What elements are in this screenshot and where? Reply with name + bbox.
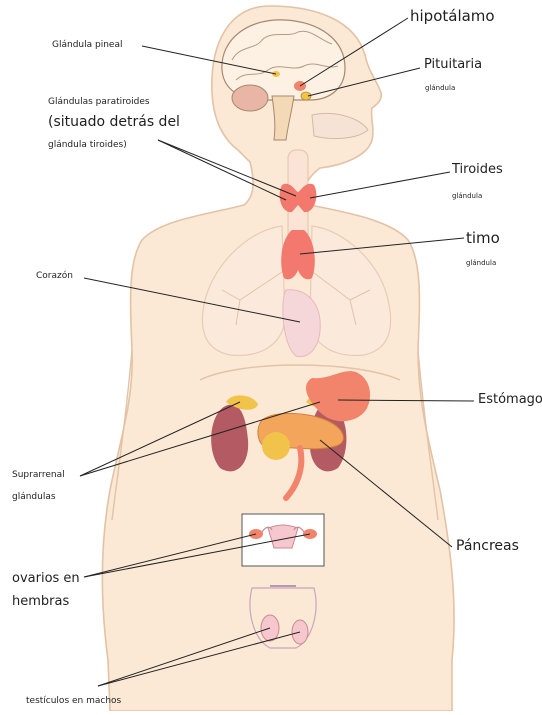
label-adrenal-1: Suprarrenal [12, 470, 65, 480]
label-ovaries-1: ovarios en [12, 572, 80, 587]
label-pineal: Glándula pineal [52, 40, 122, 50]
duodenum [262, 432, 290, 460]
label-thymus: timo [466, 230, 500, 247]
label-ovaries-2: hembras [12, 595, 69, 610]
uterus-shape [268, 525, 298, 548]
label-heart: Corazón [36, 271, 73, 281]
label-parathyroid-1: Glándulas paratiroides [48, 97, 150, 107]
label-testes: testículos en machos [26, 696, 121, 706]
label-hypothalamus: hipotálamo [410, 8, 495, 25]
label-parathyroid-3: glándula tiroides) [48, 140, 127, 150]
label-parathyroid-2: (situado detrás del [48, 114, 180, 130]
label-thymus-sub: glándula [466, 259, 496, 267]
label-stomach: Estómago [478, 393, 542, 408]
label-thyroid: Tiroides [452, 163, 503, 178]
label-pancreas: Páncreas [456, 538, 519, 554]
label-adrenal-2: glándulas [12, 492, 56, 502]
cerebellum [232, 85, 268, 111]
label-pituitary-sub: glándula [425, 84, 455, 92]
label-thyroid-sub: glándula [452, 192, 482, 200]
leader-thyroid [310, 172, 450, 198]
label-pituitary: Pituitaria [424, 58, 482, 73]
